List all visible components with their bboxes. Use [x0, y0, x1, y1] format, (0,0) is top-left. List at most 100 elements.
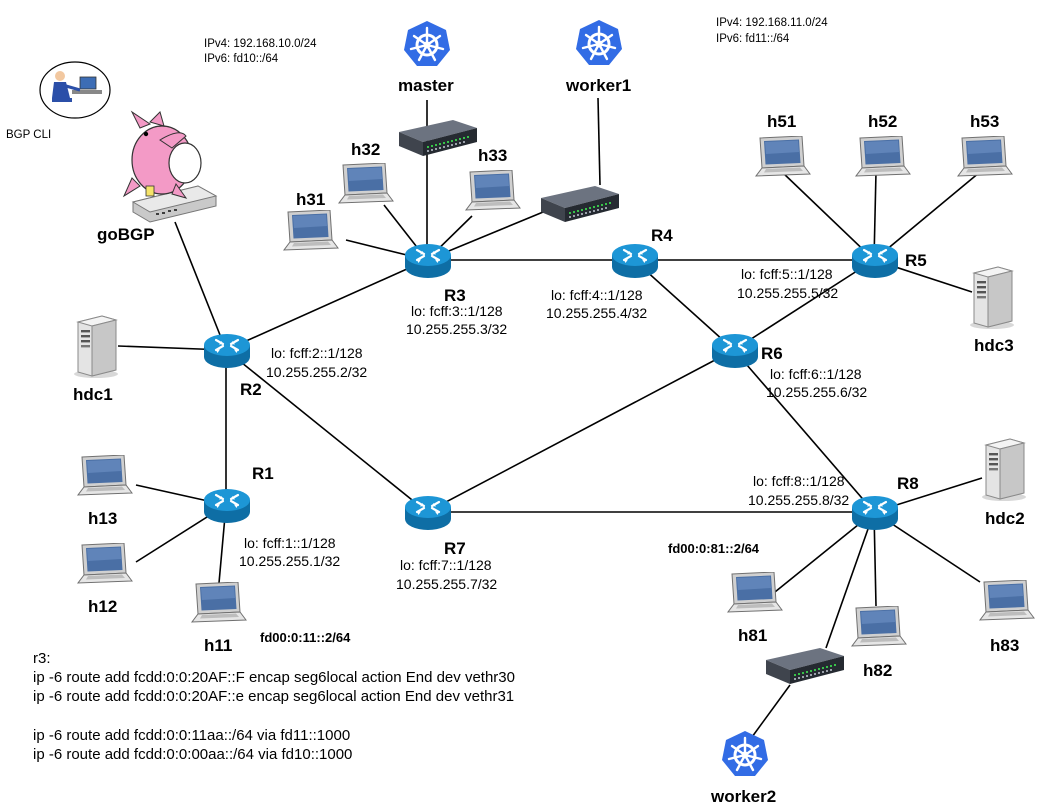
labels: IPv4: 192.168.10.0/24 IPv6: fd10::/64 IP… — [6, 17, 1025, 806]
r3-lo: lo: fcff:3::1/128 — [411, 303, 503, 319]
r3-name: R3 — [444, 286, 466, 305]
h83-laptop-icon — [979, 580, 1035, 621]
h33-label: h33 — [478, 146, 507, 165]
r8-fd-address: fd00:0:81::2/64 — [668, 541, 760, 556]
bgp-cli-label: BGP CLI — [6, 129, 51, 141]
link-r2-gobgp — [174, 221, 227, 351]
link-r5-h53 — [873, 171, 981, 261]
cmd-title: r3: — [33, 650, 51, 667]
net-worker-ipv4: IPv4: 192.168.11.0/24 — [716, 17, 828, 29]
hdc2-server-icon — [981, 438, 1027, 501]
r1-ipv4: 10.255.255.1/32 — [239, 553, 340, 569]
r2-ipv4: 10.255.255.2/32 — [266, 364, 367, 380]
h12-label: h12 — [88, 597, 117, 616]
gobgp-gopher-icon — [122, 110, 202, 199]
link-r5-h51 — [781, 171, 875, 261]
net-worker-ipv6: IPv6: fd11::/64 — [716, 33, 790, 45]
h52-label: h52 — [868, 112, 897, 131]
r1-fd-address: fd00:0:11::2/64 — [260, 630, 351, 645]
switch-worker2 — [766, 648, 844, 684]
r4-name: R4 — [651, 226, 673, 245]
h82-label: h82 — [863, 661, 892, 680]
link-r8-switch-worker2 — [825, 511, 875, 649]
link-r2-r3 — [225, 259, 428, 351]
switch-worker1 — [541, 186, 619, 222]
cmd-line: ip -6 route add fcdd:0:0:20AF::F encap s… — [33, 669, 515, 686]
r8-ipv4: 10.255.255.8/32 — [748, 492, 849, 508]
worker2-k8s-icon — [720, 730, 770, 778]
hdc1-label: hdc1 — [73, 385, 113, 404]
link-switch-worker2 — [751, 684, 791, 738]
r6-ipv4: 10.255.255.6/32 — [766, 384, 867, 400]
link-r8-h81 — [769, 511, 875, 597]
h51-label: h51 — [767, 112, 796, 131]
links — [117, 97, 983, 738]
h13-label: h13 — [88, 509, 117, 528]
r5-name: R5 — [905, 251, 927, 270]
bgp-cli-operator-icon — [39, 61, 111, 119]
master-k8s-icon — [402, 20, 452, 68]
router-r2-icon — [203, 333, 251, 369]
link-r5-r6 — [733, 259, 875, 351]
r8-lo: lo: fcff:8::1/128 — [753, 473, 845, 489]
h81-label: h81 — [738, 626, 767, 645]
worker1-k8s-icon — [574, 19, 624, 67]
h52-laptop-icon — [855, 136, 911, 177]
router-r8-icon — [851, 495, 899, 531]
link-r6-r8 — [733, 349, 875, 513]
switch-master — [399, 120, 477, 156]
r1-name: R1 — [252, 464, 274, 483]
r7-lo: lo: fcff:7::1/128 — [400, 557, 492, 573]
h11-laptop-icon — [191, 582, 247, 623]
net-master-ipv4: IPv4: 192.168.10.0/24 — [204, 38, 317, 50]
router-r5-icon — [851, 243, 899, 279]
r5-lo: lo: fcff:5::1/128 — [741, 266, 833, 282]
hdc2-label: hdc2 — [985, 509, 1025, 528]
link-switch-worker1 — [597, 97, 601, 186]
h81-laptop-icon — [727, 572, 783, 613]
r6-name: R6 — [761, 344, 783, 363]
worker2-label: worker2 — [710, 787, 776, 806]
h83-label: h83 — [990, 636, 1019, 655]
h31-label: h31 — [296, 190, 325, 209]
r2-name: R2 — [240, 380, 262, 399]
h31-laptop-icon — [283, 210, 339, 251]
r4-ipv4: 10.255.255.4/32 — [546, 305, 647, 321]
hdc1-server-icon — [73, 315, 119, 378]
cmd-line: ip -6 route add fcdd:0:0:20AF::e encap s… — [33, 688, 514, 705]
h11-label: h11 — [204, 636, 232, 655]
router-r7-icon — [404, 495, 452, 531]
hdc3-label: hdc3 — [974, 336, 1014, 355]
master-label: master — [398, 76, 454, 95]
h12-laptop-icon — [77, 543, 133, 584]
link-r6-r7 — [426, 349, 735, 513]
r4-lo: lo: fcff:4::1/128 — [551, 287, 643, 303]
link-r2-r7 — [225, 349, 428, 513]
r2-lo: lo: fcff:2::1/128 — [271, 345, 363, 361]
h51-laptop-icon — [755, 136, 811, 177]
gobgp-label: goBGP — [97, 225, 155, 244]
r6-lo: lo: fcff:6::1/128 — [770, 366, 862, 382]
r8-name: R8 — [897, 474, 919, 493]
net-master-ipv6: IPv6: fd10::/64 — [204, 53, 279, 65]
r1-lo: lo: fcff:1::1/128 — [244, 535, 336, 551]
router-r6-icon — [711, 333, 759, 369]
h53-laptop-icon — [957, 136, 1013, 177]
worker1-label: worker1 — [565, 76, 631, 95]
h32-laptop-icon — [338, 163, 394, 204]
h82-laptop-icon — [851, 606, 907, 647]
router-r3-icon — [404, 243, 452, 279]
h53-label: h53 — [970, 112, 999, 131]
cmd-line: ip -6 route add fcdd:0:0:00aa::/64 via f… — [33, 746, 352, 763]
router-r1-icon — [203, 488, 251, 524]
router-r4-icon — [611, 243, 659, 279]
h32-label: h32 — [351, 140, 380, 159]
r7-ipv4: 10.255.255.7/32 — [396, 576, 497, 592]
r5-ipv4: 10.255.255.5/32 — [737, 285, 838, 301]
gobgp-router-icon — [131, 185, 218, 223]
r7-name: R7 — [444, 539, 466, 558]
h13-laptop-icon — [77, 455, 133, 496]
r3-ipv4: 10.255.255.3/32 — [406, 321, 507, 337]
h33-laptop-icon — [465, 170, 521, 211]
